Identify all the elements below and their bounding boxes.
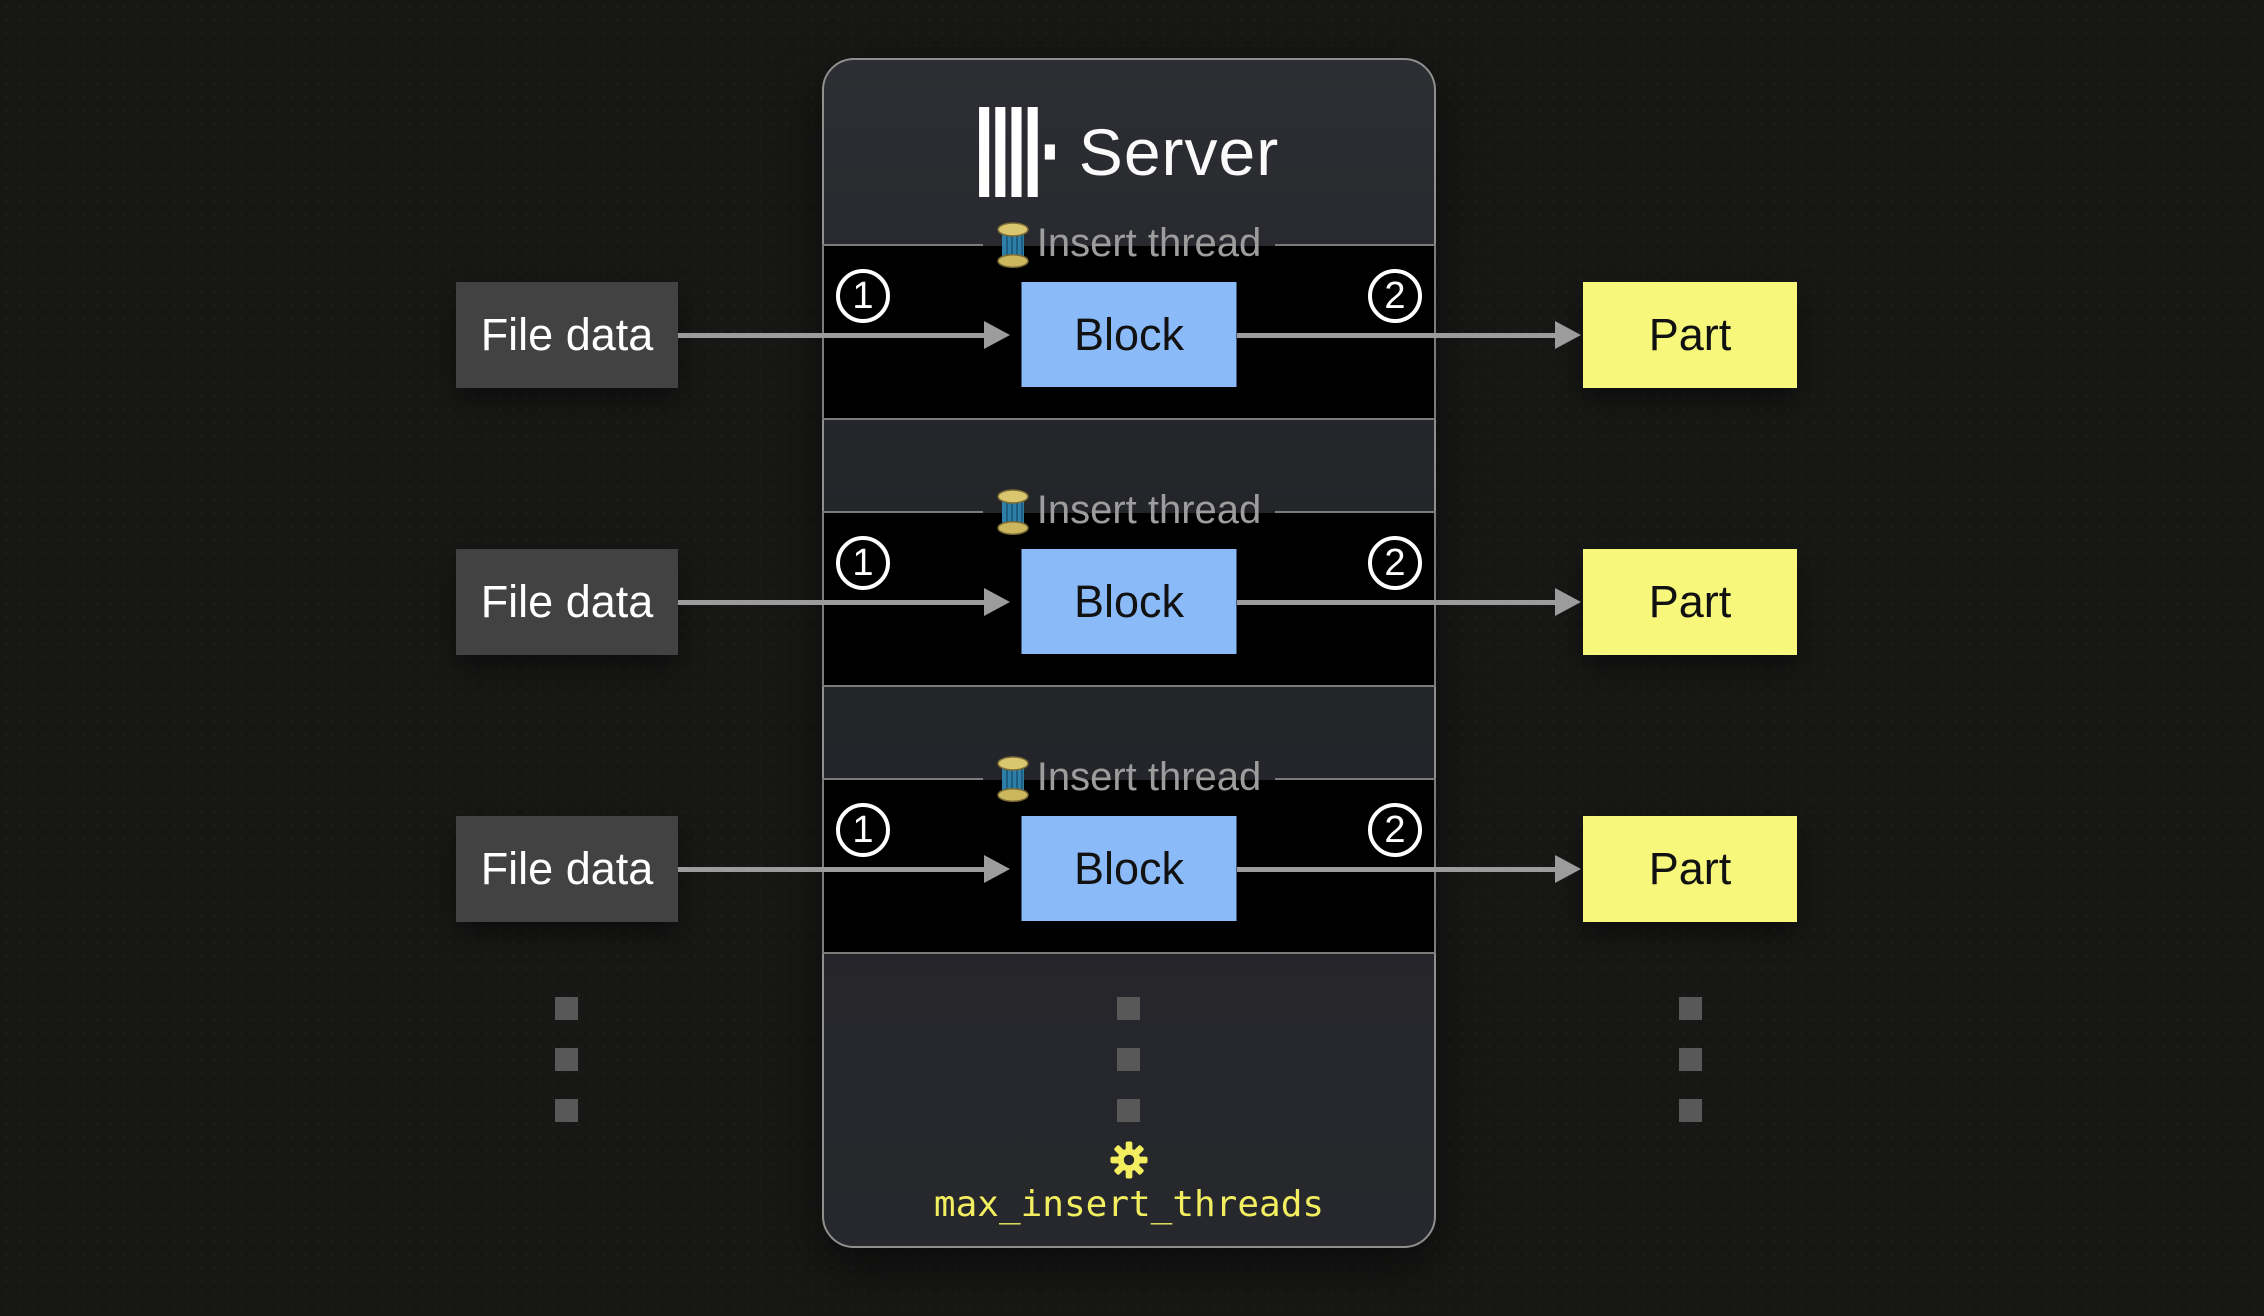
step-number: 2	[1384, 541, 1406, 584]
ellipsis-dot	[1679, 1048, 1702, 1071]
arrow-block-to-part	[1237, 588, 1581, 616]
arrow-shaft	[1237, 866, 1555, 872]
arrow-file-to-block	[678, 321, 1010, 349]
legend-line	[1275, 244, 1437, 246]
block-box: Block	[1021, 282, 1237, 387]
block-label: Block	[1073, 308, 1185, 360]
thread-spool-icon	[996, 756, 1029, 802]
step-1-badge: 1	[836, 803, 890, 857]
ellipsis-dot	[1679, 1099, 1702, 1122]
arrow-shaft	[678, 866, 984, 872]
gear-icon	[1110, 1141, 1148, 1184]
file-data-label: File data	[480, 309, 654, 360]
server-header: Server	[822, 96, 1436, 208]
arrow-head	[1555, 321, 1581, 349]
thread-spool-icon	[996, 489, 1029, 535]
part-box: Part	[1583, 816, 1797, 922]
ellipsis-dot	[555, 1099, 578, 1122]
arrow-head	[1555, 855, 1581, 883]
arrow-block-to-part	[1237, 321, 1581, 349]
legend-line	[822, 778, 983, 780]
legend-line	[1275, 778, 1437, 780]
arrow-file-to-block	[678, 855, 1010, 883]
part-box: Part	[1583, 282, 1797, 388]
thread-label: Insert thread	[1036, 754, 1262, 799]
legend-line	[822, 511, 983, 513]
ellipsis-dot	[555, 997, 578, 1020]
insert-thread-legend-2: Insert thread	[822, 487, 1437, 535]
ellipsis-dot	[555, 1048, 578, 1071]
block-box: Block	[1021, 549, 1237, 654]
ellipsis-dot	[1117, 997, 1140, 1020]
arrow-shaft	[1237, 332, 1555, 338]
step-1-badge: 1	[836, 536, 890, 590]
legend-line	[1275, 511, 1437, 513]
step-number: 2	[1384, 274, 1406, 317]
file-data-box: File data	[456, 282, 678, 388]
block-label: Block	[1073, 842, 1185, 894]
part-label: Part	[1648, 309, 1732, 360]
clickhouse-logo-icon	[978, 107, 1055, 197]
thread-label: Insert thread	[1036, 220, 1262, 265]
part-label: Part	[1648, 843, 1732, 894]
step-2-badge: 2	[1368, 803, 1422, 857]
legend-content: Insert thread	[996, 487, 1262, 535]
block-label: Block	[1073, 575, 1185, 627]
setting-label: max_insert_threads	[933, 1184, 1325, 1225]
server-title: Server	[1078, 115, 1280, 189]
legend-content: Insert thread	[996, 754, 1262, 802]
part-label: Part	[1648, 576, 1732, 627]
arrow-shaft	[678, 599, 984, 605]
arrow-head	[984, 588, 1010, 616]
step-number: 1	[852, 541, 874, 584]
legend-line	[822, 244, 983, 246]
thread-spool-icon	[996, 222, 1029, 268]
step-number: 2	[1384, 808, 1406, 851]
file-data-box: File data	[456, 816, 678, 922]
arrow-shaft	[678, 332, 984, 338]
arrow-block-to-part	[1237, 855, 1581, 883]
thread-label: Insert thread	[1036, 487, 1262, 532]
ellipsis-dot	[1117, 1048, 1140, 1071]
file-data-box: File data	[456, 549, 678, 655]
arrow-shaft	[1237, 599, 1555, 605]
insert-thread-legend-3: Insert thread	[822, 754, 1437, 802]
step-1-badge: 1	[836, 269, 890, 323]
arrow-file-to-block	[678, 588, 1010, 616]
part-box: Part	[1583, 549, 1797, 655]
ellipsis-dot	[1679, 997, 1702, 1020]
step-number: 1	[852, 808, 874, 851]
arrow-head	[984, 855, 1010, 883]
step-2-badge: 2	[1368, 536, 1422, 590]
block-box: Block	[1021, 816, 1237, 921]
arrow-head	[1555, 588, 1581, 616]
insert-thread-legend-1: Insert thread	[822, 220, 1437, 268]
ellipsis-dot	[1117, 1099, 1140, 1122]
insert-thread-band-1: 1 Block 2	[822, 246, 1436, 420]
step-2-badge: 2	[1368, 269, 1422, 323]
arrow-head	[984, 321, 1010, 349]
step-number: 1	[852, 274, 874, 317]
legend-content: Insert thread	[996, 220, 1262, 268]
file-data-label: File data	[480, 843, 654, 894]
file-data-label: File data	[480, 576, 654, 627]
